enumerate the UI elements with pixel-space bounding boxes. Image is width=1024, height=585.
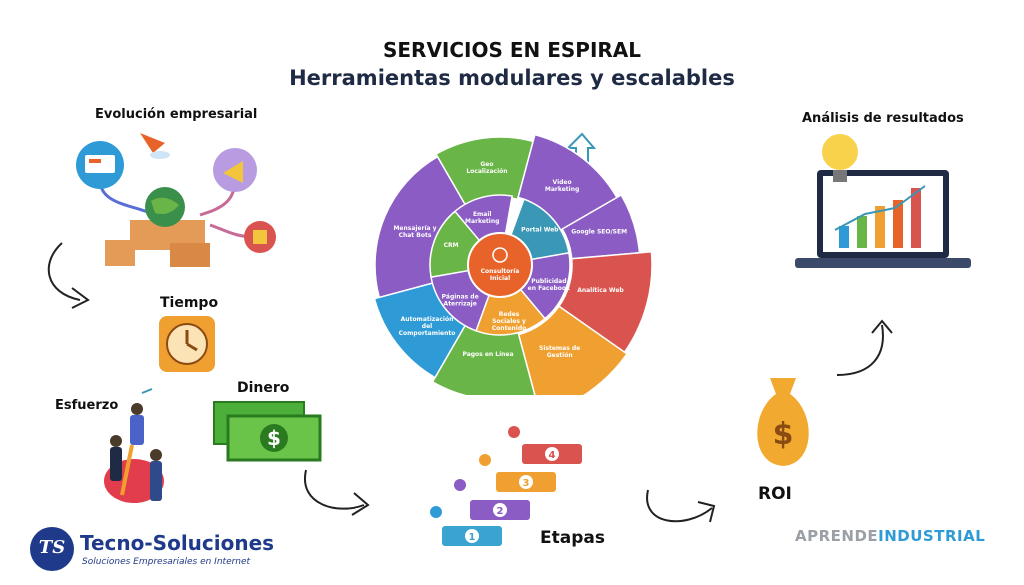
arrow-2-icon — [303, 469, 370, 516]
rocket-icon — [140, 133, 165, 153]
arrow-3-icon — [646, 489, 716, 523]
spiral-inner-label: CRM — [444, 242, 459, 249]
dollar-symbol: $ — [267, 426, 281, 450]
clock-icon — [159, 316, 215, 372]
tecno-logo-icon: TS — [30, 527, 74, 571]
aprende-logo: APRENDEINDUSTRIAL — [795, 527, 986, 545]
business-evolution-illustration — [76, 133, 276, 267]
arrow-1-icon — [47, 242, 90, 309]
tecno-brand-name: Tecno-Soluciones — [80, 531, 275, 555]
up-arrow-icon — [565, 132, 597, 165]
spiral-center — [467, 232, 533, 298]
label-analisis: Análisis de resultados — [802, 111, 964, 126]
tecno-tagline: Soluciones Empresariales en Internet — [82, 557, 251, 567]
label-tiempo: Tiempo — [160, 295, 219, 311]
spiral-outer-segment — [517, 305, 629, 395]
globe-icon — [492, 247, 508, 263]
money-bag-icon: $ — [757, 378, 809, 466]
svg-text:1: 1 — [469, 532, 476, 543]
svg-text:2: 2 — [497, 506, 504, 517]
spiral-inner-label: Portal Web — [521, 227, 559, 234]
laptop-chart-icon — [795, 134, 971, 268]
svg-text:4: 4 — [549, 450, 556, 461]
stages-stairs: 4 3 2 1 — [430, 426, 582, 546]
spiral-outer-label: Google SEO/SEM — [571, 229, 627, 236]
label-dinero: Dinero — [237, 380, 290, 396]
label-etapas: Etapas — [540, 528, 605, 548]
page-subtitle: Herramientas modulares y escalables — [289, 66, 735, 90]
label-evolucion: Evolución empresarial — [95, 107, 258, 122]
label-esfuerzo: Esfuerzo — [55, 398, 119, 413]
svg-text:3: 3 — [523, 478, 530, 489]
arrow-4-icon — [836, 319, 893, 376]
spiral-outer-label: Analítica Web — [577, 287, 624, 294]
label-roi: ROI — [758, 484, 792, 504]
money-icon: $ — [213, 401, 322, 462]
svg-text:$: $ — [773, 417, 794, 452]
spiral-outer-label: Pagos en Línea — [462, 351, 513, 358]
page-title: SERVICIOS EN ESPIRAL — [382, 38, 642, 62]
effort-people-illustration — [104, 388, 164, 503]
